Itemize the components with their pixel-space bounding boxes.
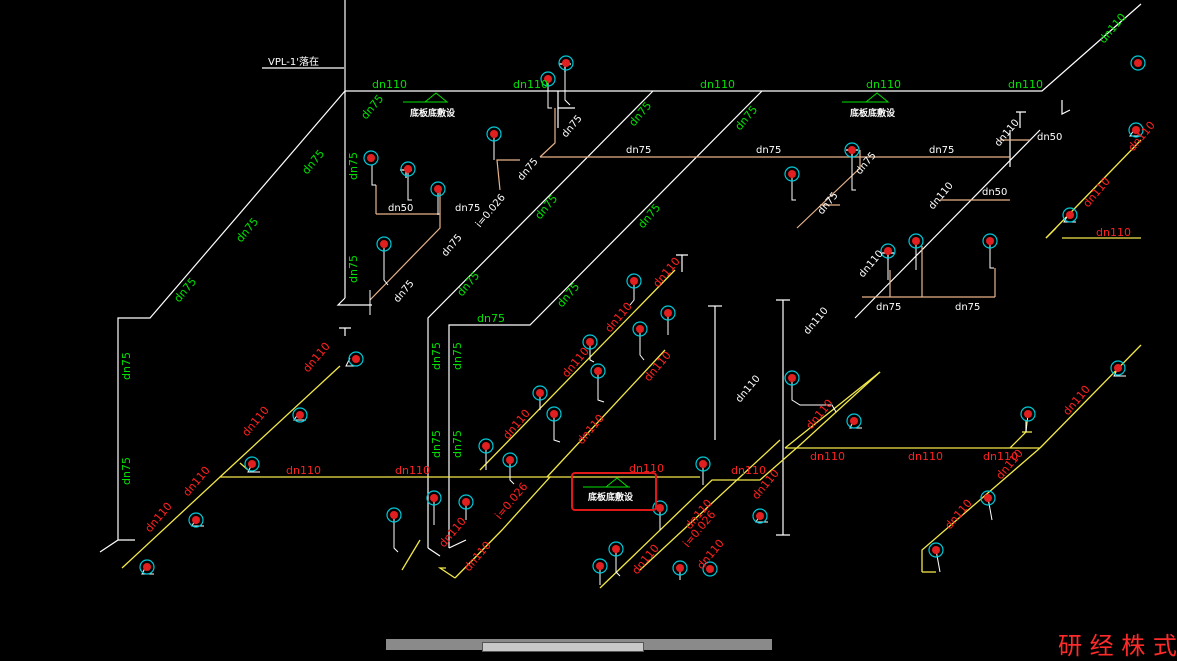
pipe-label-r-29: dn110 [1096, 226, 1131, 239]
pipe-label-r-28: dn110 [942, 497, 974, 532]
pipe-label-r-9: dn110 [641, 349, 673, 384]
pipe-label-g-6: dn75 [358, 92, 386, 122]
pipe-label-g-1: dn110 [513, 78, 548, 91]
upper-drain-network [99, 0, 1142, 557]
pipe-label-r-0: dn110 [286, 464, 321, 477]
pipe-label-g-21: dn75 [430, 342, 443, 370]
pipe-label-r-25: dn110 [983, 450, 1018, 463]
pipe-label-g-22: dn75 [451, 342, 464, 370]
command-line-field[interactable] [482, 642, 644, 652]
pipe-label-r-15: dn110 [629, 462, 664, 475]
pipe-label-g-17: dn75 [635, 201, 663, 231]
branch-pipes [369, 108, 1030, 301]
pipe-label-g-4: dn110 [1008, 78, 1043, 91]
pipe-label-w-14: dn50 [982, 187, 1007, 198]
pipe-label-w-18: dn75 [955, 302, 980, 313]
pipe-label-w-7: dn75 [560, 113, 585, 140]
pipe-label-g-23: dn75 [430, 430, 443, 458]
pipe-label-w-10: dn75 [816, 190, 841, 217]
pipe-label-g-3: dn110 [866, 78, 901, 91]
pipe-label-r-7: dn110 [602, 300, 634, 335]
pipe-label-w-6: dn75 [440, 232, 465, 259]
riser-label: VPL-1'落在 [268, 56, 319, 68]
pipe-label-r-23: dn110 [810, 450, 845, 463]
pipe-label-g-15: dn75 [732, 103, 760, 133]
note-text-1: 底板底敷设 [410, 107, 456, 119]
pipe-label-w-15: dn110 [927, 181, 956, 212]
pipe-label-g-2: dn110 [700, 78, 735, 91]
pipe-label-g-9: dn75 [171, 275, 199, 305]
pipe-label-g-5: dn110 [1096, 11, 1128, 46]
lower-drain-network [121, 139, 1142, 589]
pipe-label-g-8: dn75 [233, 215, 261, 245]
pipe-label-g-18: dn75 [454, 269, 482, 299]
pipe-label-w-1: dn75 [756, 145, 781, 156]
pipe-label-r-8: dn110 [559, 345, 591, 380]
pipe-label-w-17: dn75 [876, 302, 901, 313]
elevation-markers [403, 92, 890, 488]
pipe-label-w-13: dn110 [993, 118, 1022, 149]
note-text-3: 底板底敷设 [588, 491, 634, 503]
selection-highlight[interactable] [571, 472, 657, 511]
pipe-label-r-2: dn110 [300, 340, 332, 375]
pipe-label-w-20: dn110 [734, 374, 763, 405]
pipe-label-r-13: dn110 [436, 515, 468, 550]
pipe-label-g-10: dn75 [120, 352, 133, 380]
pipe-label-g-20: dn75 [477, 312, 505, 325]
pipe-label-r-10: dn110 [574, 412, 606, 447]
pipe-label-g-19: dn75 [554, 280, 582, 310]
pipe-label-g-16: dn75 [532, 192, 560, 222]
pipe-label-g-0: dn110 [372, 78, 407, 91]
cleanouts [400, 62, 894, 260]
pipe-label-w-0: dn75 [626, 145, 651, 156]
plumbing-isometric-diagram: VPL-1'落在 底板底敷设 底板底敷设 底板底敷设 dn110dn110dn1… [99, 0, 1158, 589]
pipe-label-r-5: dn110 [142, 500, 174, 535]
pipe-label-r-24: dn110 [908, 450, 943, 463]
fixture-symbols [139, 55, 1146, 577]
pipe-label-w-9: dn75 [392, 278, 417, 305]
pipe-label-r-19: dn110 [629, 542, 661, 577]
note-text-2: 底板底敷设 [850, 107, 896, 119]
pipe-label-r-26: dn110 [1060, 383, 1092, 418]
pipe-label-r-16: dn110 [731, 464, 766, 477]
pipe-label-w-2: dn75 [929, 145, 954, 156]
pipe-label-g-13: dn75 [347, 255, 360, 283]
pipe-label-r-1: dn110 [395, 464, 430, 477]
pipe-label-r-11: dn110 [500, 407, 532, 442]
pipe-label-r-30: dn110 [1080, 175, 1112, 210]
bottom-status-bar[interactable] [386, 639, 772, 652]
pipe-label-g-7: dn75 [299, 147, 327, 177]
pipe-label-w-12: dn50 [1037, 132, 1062, 143]
pipe-label-w-19: dn110 [802, 306, 831, 337]
pipe-label-w-4: dn75 [455, 203, 480, 214]
pipe-label-w-3: dn50 [388, 203, 413, 214]
corner-text: 研 经 株 式 [1058, 632, 1177, 660]
pipe-label-g-24: dn75 [451, 430, 464, 458]
pipe-label-r-12: i=0.026 [492, 480, 530, 522]
pipe-label-r-4: dn110 [180, 464, 212, 499]
pipe-label-r-14: dn110 [461, 539, 493, 574]
pipe-label-g-11: dn75 [120, 457, 133, 485]
pipe-label-w-16: dn110 [857, 249, 886, 280]
pipe-label-r-6: dn110 [650, 255, 682, 290]
pipe-label-g-12: dn75 [347, 152, 360, 180]
